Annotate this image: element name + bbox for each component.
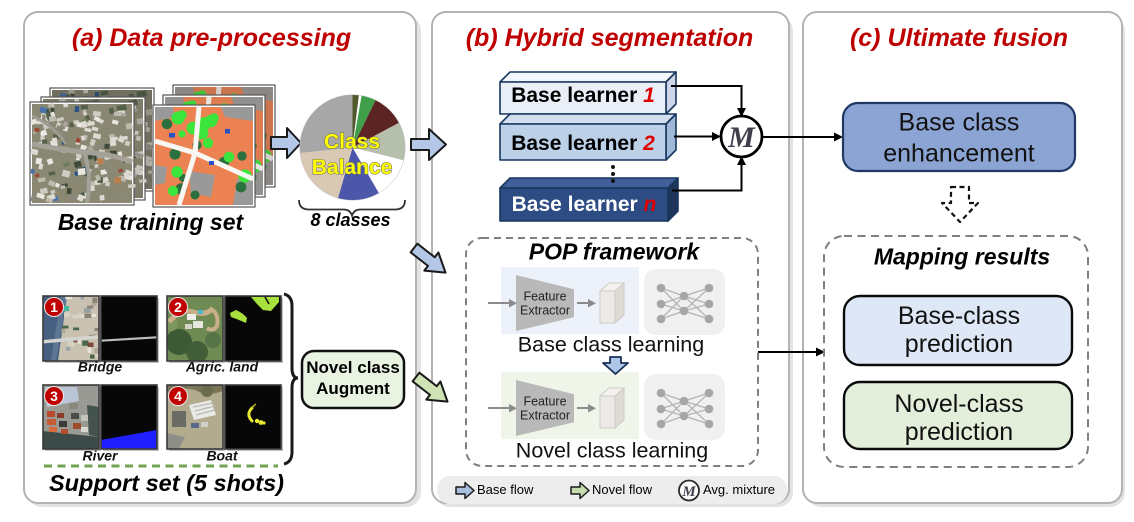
svg-text:enhancement: enhancement [883, 140, 1035, 168]
svg-text:Augment: Augment [316, 379, 390, 398]
svg-text:Base learner 1: Base learner 1 [511, 84, 655, 107]
svg-text:Base flow: Base flow [477, 482, 534, 497]
svg-text:prediction: prediction [905, 418, 1013, 446]
svg-text:2: 2 [174, 299, 182, 315]
svg-text:3: 3 [50, 388, 58, 404]
svg-text:M: M [727, 121, 756, 154]
svg-text:(a) Data pre-processing: (a) Data pre-processing [72, 24, 351, 52]
svg-text:8 classes: 8 classes [310, 210, 390, 230]
svg-text:Novel-class: Novel-class [894, 390, 1023, 418]
svg-text:POP framework: POP framework [529, 239, 701, 265]
svg-text:River: River [82, 448, 119, 464]
svg-text:Avg. mixture: Avg. mixture [703, 482, 775, 497]
svg-text:Novel flow: Novel flow [592, 482, 653, 497]
svg-text:Base learner 2: Base learner 2 [511, 132, 655, 155]
svg-text:(c) Ultimate fusion: (c) Ultimate fusion [850, 24, 1068, 52]
svg-text:Base learner n: Base learner n [512, 193, 657, 216]
svg-text:1: 1 [50, 299, 58, 315]
svg-text:Novel class: Novel class [306, 358, 400, 377]
svg-text:Class: Class [324, 131, 380, 154]
svg-text:Support set (5 shots): Support set (5 shots) [49, 470, 284, 496]
svg-text:Base training set: Base training set [58, 209, 245, 235]
svg-text:Base-class: Base-class [898, 302, 1020, 330]
svg-text:Base class learning: Base class learning [518, 333, 704, 357]
svg-text:Novel class learning: Novel class learning [516, 439, 708, 463]
svg-text:Mapping results: Mapping results [874, 244, 1050, 270]
svg-text:prediction: prediction [905, 330, 1013, 358]
svg-text:Agric. land: Agric. land [185, 359, 259, 375]
svg-text:Base class: Base class [899, 109, 1020, 137]
svg-text:(b) Hybrid segmentation: (b) Hybrid segmentation [466, 24, 754, 52]
svg-text:M: M [681, 484, 696, 500]
svg-text:Balance: Balance [312, 156, 393, 179]
svg-text:Bridge: Bridge [78, 359, 123, 375]
svg-text:4: 4 [174, 388, 182, 404]
svg-text:Boat: Boat [206, 448, 238, 464]
